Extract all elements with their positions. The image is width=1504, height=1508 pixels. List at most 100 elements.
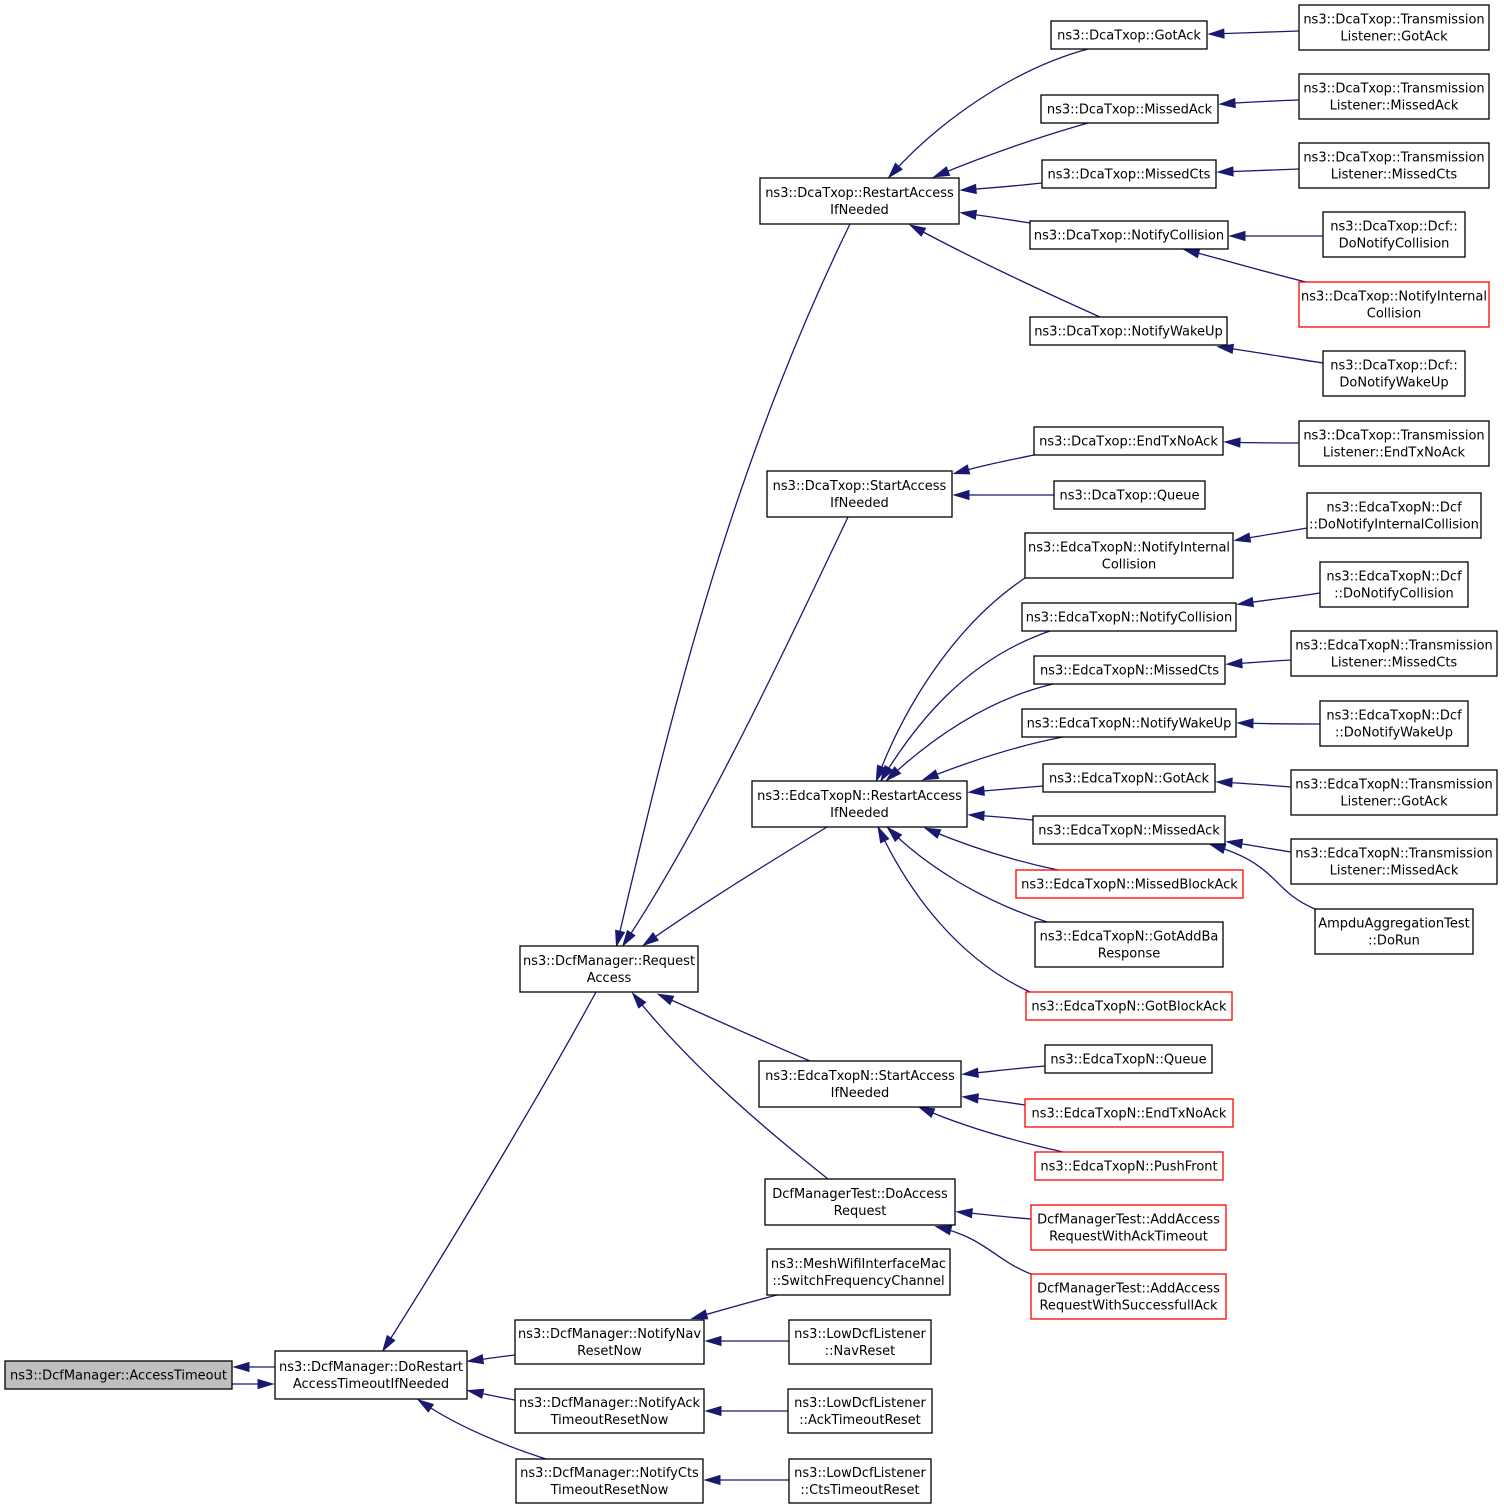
node-n24[interactable]: ns3::EdcaTxopN::MissedCts	[1033, 655, 1226, 685]
node-n34[interactable]: DcfManagerTest::AddAccessRequestWithAckT…	[1030, 1204, 1227, 1251]
node-box[interactable]	[1298, 73, 1490, 120]
node-box[interactable]	[1024, 532, 1234, 579]
node-n0[interactable]: ns3::DcfManager::AccessTimeout	[4, 1360, 233, 1390]
node-box[interactable]	[1029, 316, 1228, 346]
node-n19[interactable]: ns3::DcaTxop::NotifyWakeUp	[1029, 316, 1228, 346]
node-box[interactable]	[1030, 1273, 1227, 1320]
node-box[interactable]	[764, 1178, 956, 1226]
node-n5[interactable]: ns3::DcfManager::NotifyCtsTimeoutResetNo…	[515, 1458, 704, 1504]
node-n48[interactable]: ns3::EdcaTxopN::TransmissionListener::Mi…	[1290, 838, 1498, 885]
node-box[interactable]	[519, 945, 699, 993]
node-box[interactable]	[1042, 763, 1216, 793]
node-n27[interactable]: ns3::EdcaTxopN::MissedAck	[1032, 815, 1226, 845]
node-box[interactable]	[1290, 769, 1498, 816]
node-box[interactable]	[515, 1458, 704, 1504]
node-box[interactable]	[751, 780, 968, 828]
node-box[interactable]	[1030, 1204, 1227, 1251]
node-n41[interactable]: ns3::DcaTxop::Dcf::DoNotifyWakeUp	[1322, 350, 1466, 397]
node-n20[interactable]: ns3::DcaTxop::EndTxNoAck	[1033, 426, 1224, 456]
node-n36[interactable]: ns3::DcaTxop::TransmissionListener::GotA…	[1298, 4, 1490, 51]
node-box[interactable]	[758, 1060, 962, 1108]
node-box[interactable]	[1298, 4, 1490, 51]
node-n18[interactable]: ns3::DcaTxop::NotifyCollision	[1029, 220, 1229, 250]
node-n22[interactable]: ns3::EdcaTxopN::NotifyInternalCollision	[1024, 532, 1234, 579]
node-box[interactable]	[1314, 908, 1474, 955]
node-box[interactable]	[1322, 211, 1466, 258]
node-box[interactable]	[788, 1319, 932, 1365]
node-box[interactable]	[1053, 480, 1206, 510]
node-n46[interactable]: ns3::EdcaTxopN::Dcf::DoNotifyWakeUp	[1319, 700, 1469, 747]
node-box[interactable]	[1298, 281, 1490, 328]
node-box[interactable]	[1029, 220, 1229, 250]
node-n39[interactable]: ns3::DcaTxop::Dcf::DoNotifyCollision	[1322, 211, 1466, 258]
node-box[interactable]	[1322, 350, 1466, 397]
node-n26[interactable]: ns3::EdcaTxopN::GotAck	[1042, 763, 1216, 793]
node-box[interactable]	[787, 1388, 933, 1434]
node-n47[interactable]: ns3::EdcaTxopN::TransmissionListener::Go…	[1290, 769, 1498, 816]
node-box[interactable]	[1040, 94, 1219, 124]
node-box[interactable]	[1025, 991, 1233, 1021]
node-n13[interactable]: ns3::LowDcfListener::AckTimeoutReset	[787, 1388, 933, 1434]
node-box[interactable]	[1032, 815, 1226, 845]
node-n1[interactable]: ns3::DcfManager::DoRestartAccessTimeoutI…	[274, 1350, 468, 1400]
node-box[interactable]	[759, 177, 960, 225]
node-n31[interactable]: ns3::EdcaTxopN::Queue	[1044, 1044, 1213, 1074]
node-n11[interactable]: ns3::MeshWifiInterfaceMac::SwitchFrequen…	[766, 1248, 951, 1296]
node-box[interactable]	[766, 1248, 951, 1296]
node-box[interactable]	[1033, 426, 1224, 456]
node-box[interactable]	[514, 1388, 705, 1434]
node-n23[interactable]: ns3::EdcaTxopN::NotifyCollision	[1021, 602, 1237, 632]
node-n40[interactable]: ns3::DcaTxop::NotifyInternalCollision	[1298, 281, 1490, 328]
node-box[interactable]	[1015, 869, 1244, 899]
node-box[interactable]	[1298, 420, 1490, 467]
node-n35[interactable]: DcfManagerTest::AddAccessRequestWithSucc…	[1030, 1273, 1227, 1320]
node-n38[interactable]: ns3::DcaTxop::TransmissionListener::Miss…	[1298, 142, 1490, 189]
node-n45[interactable]: ns3::EdcaTxopN::TransmissionListener::Mi…	[1290, 630, 1498, 677]
node-box[interactable]	[1319, 700, 1469, 747]
node-n44[interactable]: ns3::EdcaTxopN::Dcf::DoNotifyCollision	[1319, 561, 1469, 608]
node-n17[interactable]: ns3::DcaTxop::MissedCts	[1041, 159, 1217, 189]
node-box[interactable]	[1306, 492, 1482, 539]
node-box[interactable]	[766, 470, 953, 518]
node-box[interactable]	[1021, 708, 1237, 738]
node-n15[interactable]: ns3::DcaTxop::GotAck	[1050, 20, 1208, 50]
node-box[interactable]	[1050, 20, 1208, 50]
node-box[interactable]	[1319, 561, 1469, 608]
node-n21[interactable]: ns3::DcaTxop::Queue	[1053, 480, 1206, 510]
node-n25[interactable]: ns3::EdcaTxopN::NotifyWakeUp	[1021, 708, 1237, 738]
node-box[interactable]	[1021, 602, 1237, 632]
node-n49[interactable]: AmpduAggregationTest::DoRun	[1314, 908, 1474, 955]
node-n37[interactable]: ns3::DcaTxop::TransmissionListener::Miss…	[1298, 73, 1490, 120]
node-box[interactable]	[1290, 630, 1498, 677]
node-box[interactable]	[1034, 1151, 1224, 1181]
node-box[interactable]	[4, 1360, 233, 1390]
node-n32[interactable]: ns3::EdcaTxopN::EndTxNoAck	[1024, 1098, 1234, 1128]
node-n43[interactable]: ns3::EdcaTxopN::Dcf::DoNotifyInternalCol…	[1306, 492, 1482, 539]
node-box[interactable]	[1033, 655, 1226, 685]
node-n16[interactable]: ns3::DcaTxop::MissedAck	[1040, 94, 1219, 124]
node-box[interactable]	[1024, 1098, 1234, 1128]
node-box[interactable]	[274, 1350, 468, 1400]
node-box[interactable]	[1298, 142, 1490, 189]
node-box[interactable]	[788, 1458, 932, 1504]
node-n28[interactable]: ns3::EdcaTxopN::MissedBlockAck	[1015, 869, 1244, 899]
node-n33[interactable]: ns3::EdcaTxopN::PushFront	[1034, 1151, 1224, 1181]
node-n42[interactable]: ns3::DcaTxop::TransmissionListener::EndT…	[1298, 420, 1490, 467]
node-box[interactable]	[1290, 838, 1498, 885]
node-box[interactable]	[1034, 921, 1224, 968]
node-n14[interactable]: ns3::LowDcfListener::CtsTimeoutReset	[788, 1458, 932, 1504]
node-n12[interactable]: ns3::LowDcfListener::NavReset	[788, 1319, 932, 1365]
node-box[interactable]	[514, 1319, 705, 1365]
node-box[interactable]	[1041, 159, 1217, 189]
node-n4[interactable]: ns3::DcfManager::NotifyAckTimeoutResetNo…	[514, 1388, 705, 1434]
node-n30[interactable]: ns3::EdcaTxopN::GotBlockAck	[1025, 991, 1233, 1021]
node-box[interactable]	[1044, 1044, 1213, 1074]
